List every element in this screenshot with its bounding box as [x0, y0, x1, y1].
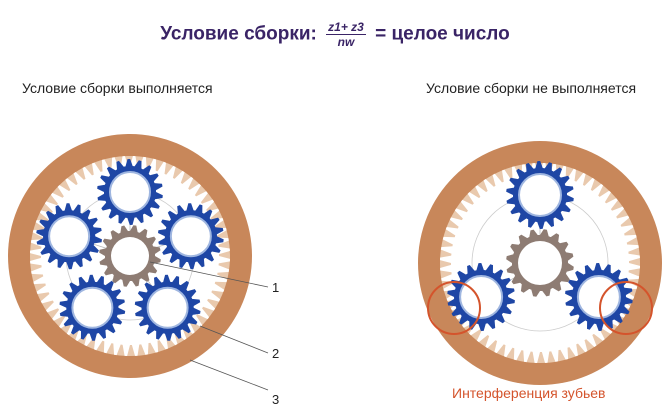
planet-gear-bore: [48, 215, 91, 258]
right-gear-assembly: [418, 141, 662, 385]
interference-circle-left-icon: [427, 281, 481, 335]
right-caption: Условие сборки не выполняется: [426, 80, 637, 96]
interference-circle-right-icon: [599, 281, 653, 335]
planet-gear-bore: [109, 171, 151, 213]
formula-fraction: z1+ z3 nw: [326, 20, 366, 49]
sun-gear-bore: [518, 241, 562, 285]
formula-prefix: Условие сборки:: [160, 23, 317, 45]
planet-gear-bore: [146, 286, 189, 329]
planet-gear-bore: [459, 275, 504, 319]
formula-numerator: z1+ z3: [326, 20, 366, 35]
leader-lines: [149, 261, 269, 391]
formula-denominator: nw: [337, 35, 355, 49]
sun-gear-bore: [111, 237, 149, 275]
interference-label: Интерференция зубьев: [452, 385, 606, 401]
assembly-condition-formula: Условие сборки: z1+ z3 nw = целое число: [0, 20, 670, 49]
planet-gear-bore: [576, 275, 621, 319]
left-caption: Условие сборки выполняется: [22, 80, 213, 96]
planet-gear-bore: [71, 286, 114, 329]
formula-suffix: = целое число: [375, 23, 510, 45]
planet-gear-bore: [518, 173, 562, 217]
part-number-2: 2: [272, 346, 279, 361]
left-gear-assembly: [8, 134, 252, 378]
part-number-1: 1: [272, 280, 279, 295]
part-number-3: 3: [272, 392, 279, 407]
planet-gear-bore: [169, 215, 212, 258]
